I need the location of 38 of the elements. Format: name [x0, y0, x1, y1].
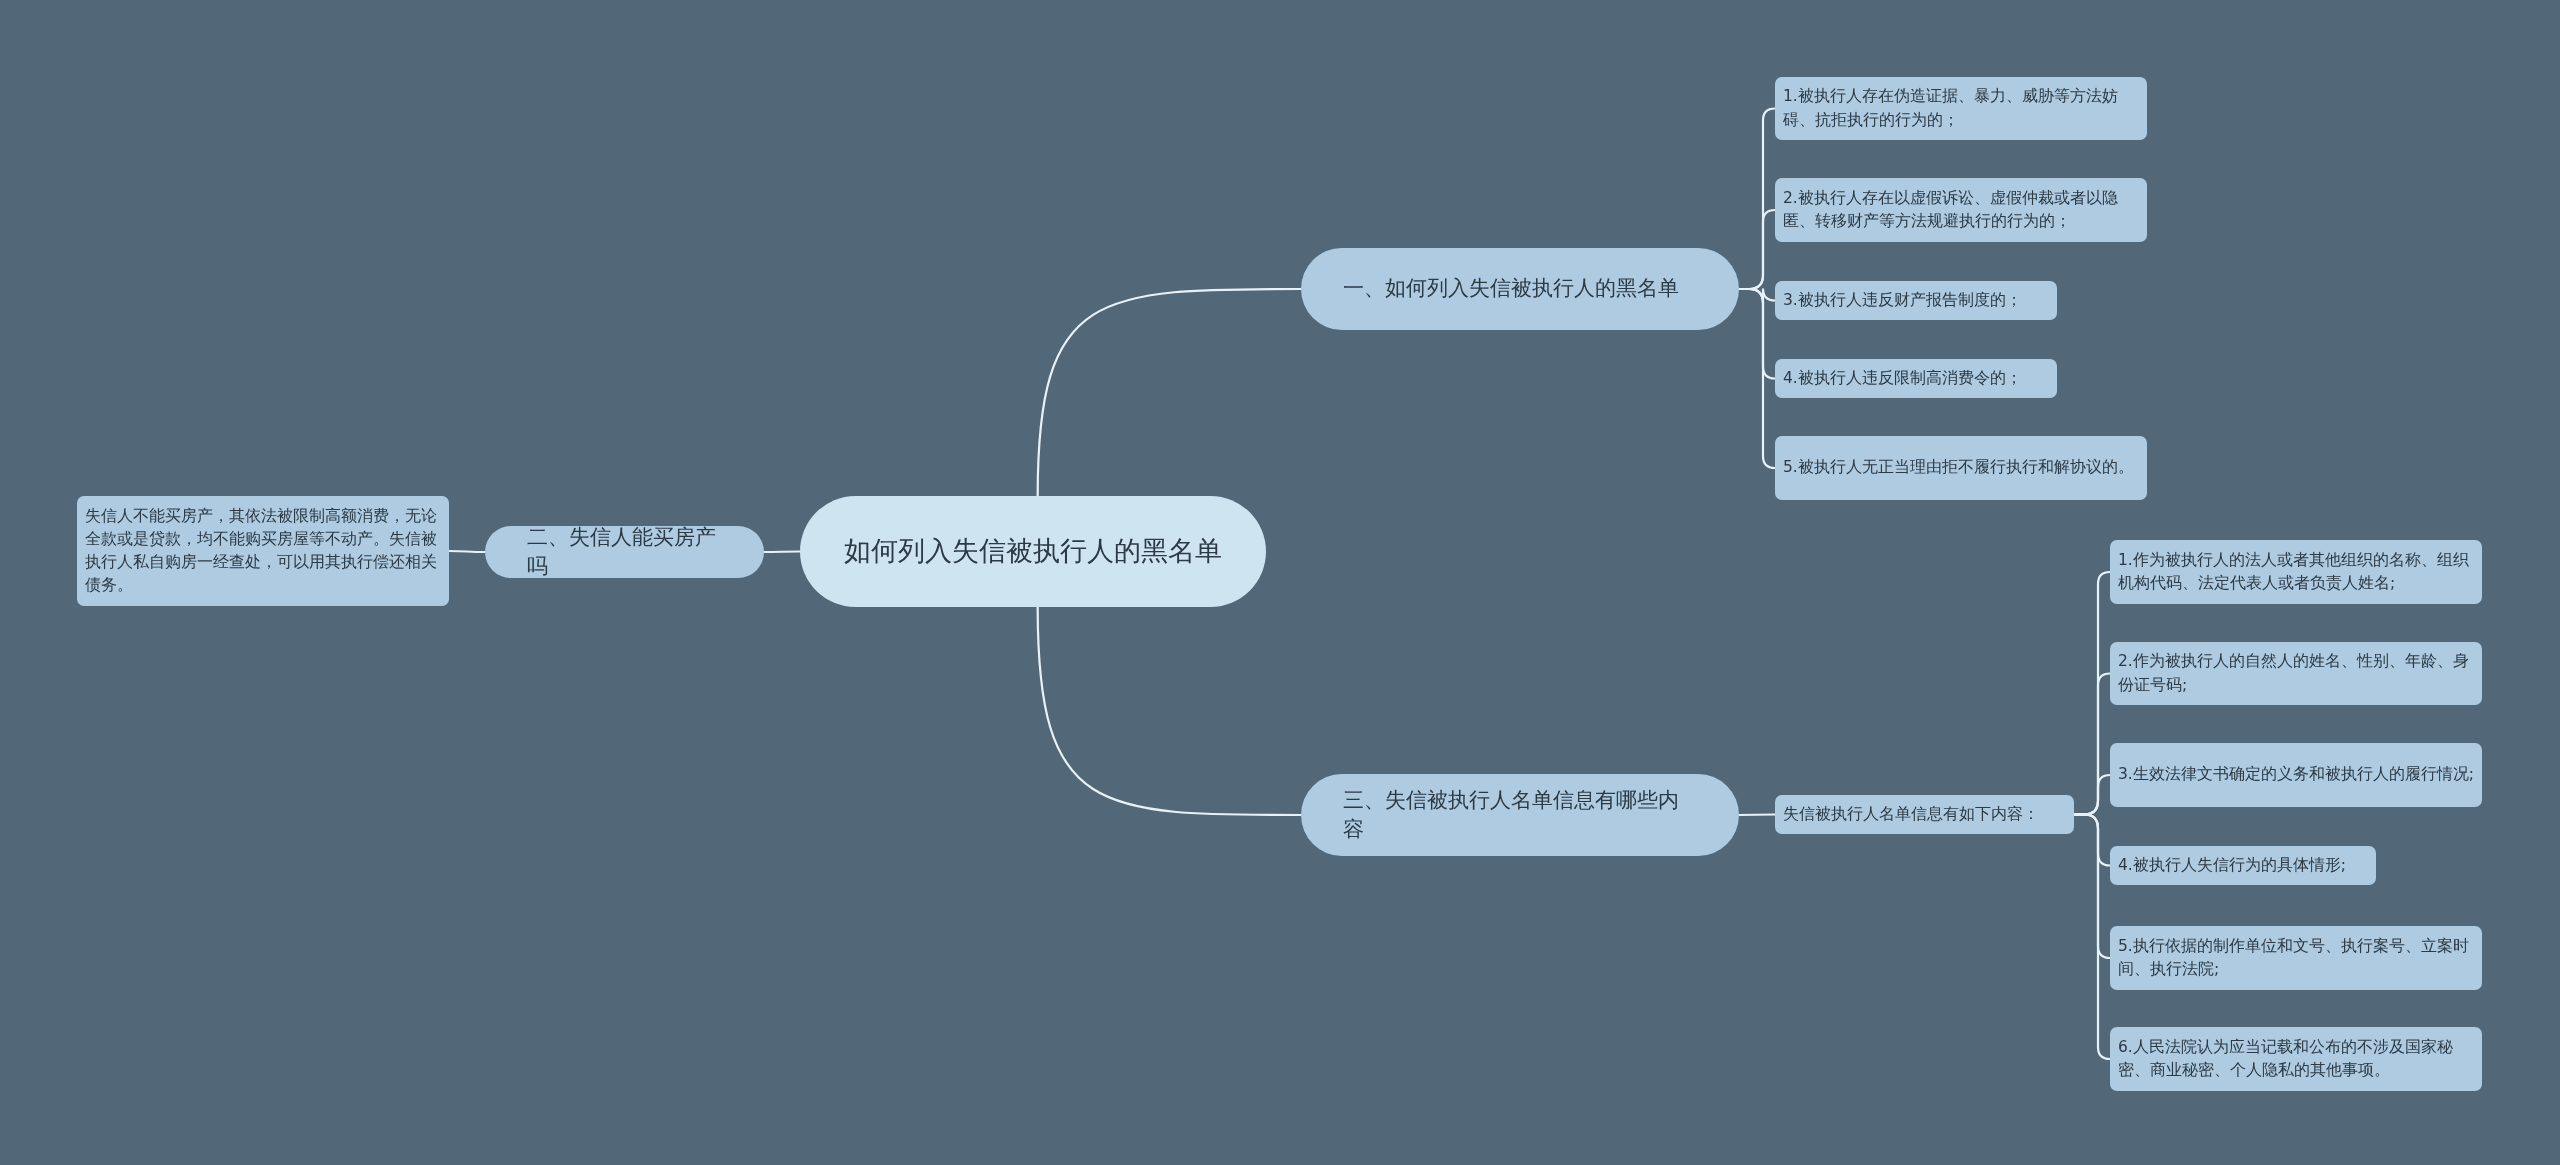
- connector-line: [1036, 606, 1301, 817]
- topic-text: 2.作为被执行人的自然人的姓名、性别、年龄、身份证号码;: [2118, 651, 2470, 696]
- topic-text: 1.作为被执行人的法人或者其他组织的名称、组织机构代码、法定代表人或者负责人姓名;: [2118, 549, 2470, 594]
- topic-text: 失信人不能买房产，其依法被限制高额消费，无论全款或是贷款，均不能购买房屋等不动产。失信被执行人私自购房一经查处，可以用其执行偿还相关债务。: [85, 505, 438, 597]
- connector-line: [1739, 287, 1776, 470]
- subtopic-box: [1775, 795, 2074, 834]
- topic-text: 3.生效法律文书确定的义务和被执行人的履行情况;: [2118, 764, 2474, 786]
- subtopic-box: [1775, 359, 2057, 398]
- topic-text: 4.被执行人违反限制高消费令的；: [1783, 367, 2022, 389]
- connector-line: [2074, 813, 2111, 1061]
- subtopic-box: [77, 496, 449, 606]
- topic-text: 一、如何列入失信被执行人的黑名单: [1343, 275, 1679, 303]
- subtopic-box: [2110, 540, 2482, 604]
- subtopic-box: [1775, 281, 2057, 320]
- connector-line: [1739, 813, 1775, 817]
- topic-text: 三、失信被执行人名单信息有哪些内容: [1343, 786, 1680, 843]
- topic-text: 2.被执行人存在以虚假诉讼、虚假仲裁或者以隐匿、转移财产等方法规避执行的行为的；: [1783, 187, 2119, 232]
- branch-topic: [485, 526, 764, 578]
- subtopic-box: [2110, 846, 2376, 885]
- subtopic-box: [1775, 178, 2147, 242]
- topic-text: 5.被执行人无正当理由拒不履行执行和解协议的。: [1783, 457, 2134, 479]
- topic-text: 如何列入失信被执行人的黑名单: [844, 534, 1222, 569]
- subtopic-box: [1775, 77, 2147, 140]
- topic-text: 失信被执行人名单信息有如下内容：: [1783, 803, 2039, 825]
- topic-text: 5.执行依据的制作单位和文号、执行案号、立案时间、执行法院;: [2118, 935, 2470, 980]
- topic-text: 3.被执行人违反财产报告制度的；: [1783, 289, 2022, 311]
- topic-text: 二、失信人能买房产吗: [527, 523, 717, 580]
- connector-line: [1036, 287, 1301, 497]
- topic-text: 6.人民法院认为应当记载和公布的不涉及国家秘密、商业秘密、个人隐私的其他事项。: [2118, 1036, 2454, 1081]
- connector-line: [764, 550, 800, 554]
- subtopic-box: [2110, 642, 2482, 705]
- topic-text: 4.被执行人失信行为的具体情形;: [2118, 854, 2346, 876]
- subtopic-box: [2110, 1027, 2482, 1091]
- topic-text: 1.被执行人存在伪造证据、暴力、威胁等方法妨碍、抗拒执行的行为的；: [1783, 86, 2119, 131]
- connector-line: [449, 549, 485, 554]
- subtopic-box: [1775, 436, 2147, 500]
- subtopic-box: [2110, 743, 2482, 807]
- subtopic-box: [2110, 926, 2482, 990]
